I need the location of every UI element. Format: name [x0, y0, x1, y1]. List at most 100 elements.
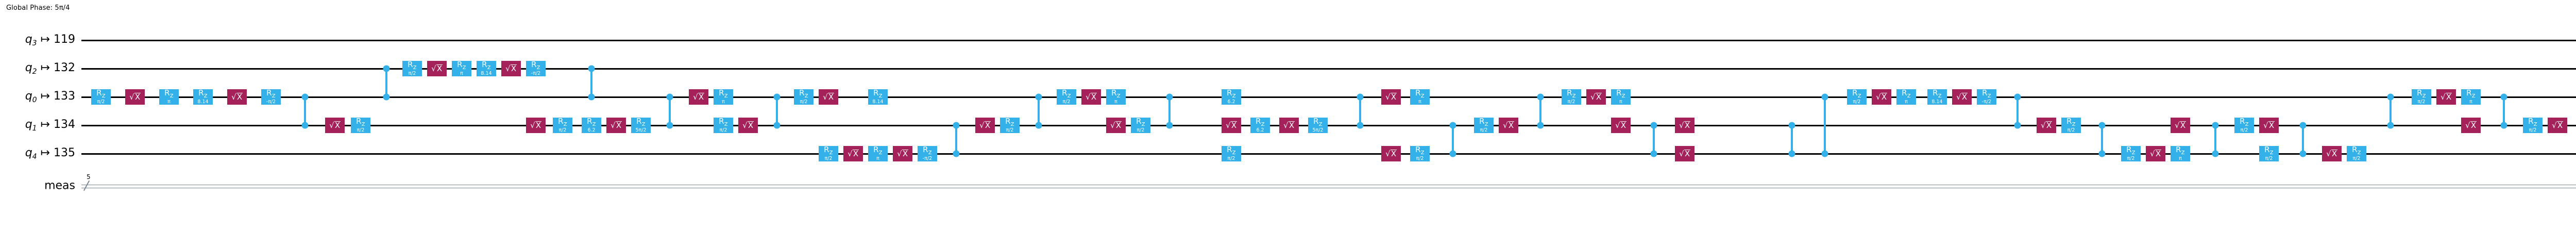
sx-gate[interactable]: √X: [1106, 118, 1126, 133]
cz-control-dot[interactable]: [2299, 150, 2307, 157]
sx-gate[interactable]: √X: [2461, 118, 2481, 133]
cz-connector[interactable]: [1824, 97, 1826, 154]
cz-control-dot[interactable]: [301, 93, 309, 101]
cz-control-dot[interactable]: [2212, 122, 2219, 129]
cz-control-dot[interactable]: [1821, 93, 1828, 101]
cz-connector[interactable]: [304, 97, 306, 125]
sx-gate[interactable]: √X: [843, 146, 863, 161]
cz-control-dot[interactable]: [1537, 93, 1544, 101]
rz-gate[interactable]: RZ-π/2: [918, 146, 937, 161]
sx-gate[interactable]: √X: [501, 61, 521, 76]
cz-control-dot[interactable]: [1821, 150, 1828, 157]
cz-control-dot[interactable]: [1357, 122, 1364, 129]
cz-control-dot[interactable]: [2098, 150, 2106, 157]
sx-gate[interactable]: √X: [819, 89, 838, 105]
cz-control-dot[interactable]: [773, 122, 781, 129]
cz-control-dot[interactable]: [2500, 93, 2507, 101]
cz-control-dot[interactable]: [1166, 122, 1173, 129]
sx-gate[interactable]: √X: [1499, 118, 1518, 133]
sx-gate[interactable]: √X: [2436, 89, 2456, 105]
sx-gate[interactable]: √X: [606, 118, 626, 133]
cz-connector[interactable]: [1653, 125, 1655, 154]
cz-connector[interactable]: [669, 97, 671, 125]
cz-connector[interactable]: [955, 125, 957, 154]
cz-control-dot[interactable]: [2299, 122, 2307, 129]
cz-control-dot[interactable]: [1537, 122, 1544, 129]
sx-gate[interactable]: √X: [427, 61, 447, 76]
cz-control-dot[interactable]: [953, 122, 960, 129]
cz-control-dot[interactable]: [2387, 93, 2394, 101]
cz-control-dot[interactable]: [2387, 122, 2394, 129]
sx-gate[interactable]: √X: [1222, 118, 1241, 133]
cz-control-dot[interactable]: [1166, 93, 1173, 101]
sx-gate[interactable]: √X: [1279, 118, 1299, 133]
sx-gate[interactable]: √X: [2322, 146, 2342, 161]
cz-connector[interactable]: [1359, 97, 1361, 125]
sx-gate[interactable]: √X: [2171, 118, 2190, 133]
rz-gate[interactable]: RZ-π/2: [261, 89, 281, 105]
sx-gate[interactable]: √X: [2037, 118, 2056, 133]
cz-connector[interactable]: [590, 69, 592, 97]
cz-control-dot[interactable]: [301, 122, 309, 129]
cz-control-dot[interactable]: [1788, 150, 1795, 157]
cz-control-dot[interactable]: [2014, 122, 2021, 129]
sx-gate[interactable]: √X: [325, 118, 345, 133]
cz-control-dot[interactable]: [1357, 93, 1364, 101]
sx-gate[interactable]: √X: [1872, 89, 1891, 105]
cz-connector[interactable]: [2389, 97, 2392, 125]
sx-gate[interactable]: √X: [526, 118, 546, 133]
sx-gate[interactable]: √X: [1381, 146, 1401, 161]
cz-control-dot[interactable]: [1650, 122, 1657, 129]
sx-gate[interactable]: √X: [2259, 118, 2279, 133]
cz-control-dot[interactable]: [1449, 150, 1456, 157]
sx-gate[interactable]: √X: [2146, 146, 2165, 161]
cz-control-dot[interactable]: [666, 93, 673, 101]
cz-control-dot[interactable]: [588, 93, 595, 101]
cz-control-dot[interactable]: [1449, 122, 1456, 129]
cz-connector[interactable]: [1168, 97, 1171, 125]
sx-gate[interactable]: √X: [125, 89, 145, 105]
cz-connector[interactable]: [1791, 125, 1793, 154]
sx-gate[interactable]: √X: [1381, 89, 1401, 105]
cz-control-dot[interactable]: [2500, 122, 2507, 129]
cz-control-dot[interactable]: [588, 65, 595, 72]
cz-control-dot[interactable]: [2098, 122, 2106, 129]
cz-connector[interactable]: [2016, 97, 2019, 125]
cz-control-dot[interactable]: [2014, 93, 2021, 101]
sx-gate[interactable]: √X: [893, 146, 912, 161]
sx-gate[interactable]: √X: [227, 89, 247, 105]
sx-gate[interactable]: √X: [1675, 118, 1694, 133]
sx-gate[interactable]: √X: [738, 118, 758, 133]
cz-connector[interactable]: [1452, 125, 1454, 154]
rz-gate[interactable]: RZ-π/2: [1977, 89, 1996, 105]
